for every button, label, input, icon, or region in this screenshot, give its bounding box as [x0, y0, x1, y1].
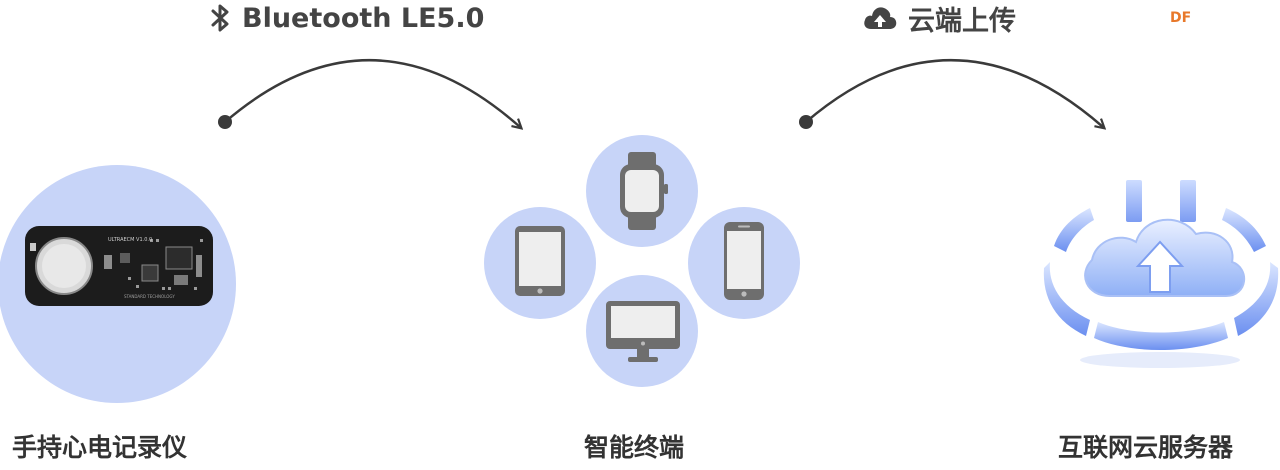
cloud-arc — [799, 59, 1103, 129]
cloud-upload-connection-label: 云端上传 — [862, 0, 1016, 37]
cloud-arc-line — [805, 59, 1103, 127]
watermark-logo: DF — [1170, 10, 1192, 26]
bluetooth-arc — [218, 59, 520, 129]
bluetooth-icon — [211, 4, 229, 32]
device-board-bottom-text: STANDARD TECHNOLOGY — [124, 294, 175, 299]
desktop-monitor-icon — [606, 301, 680, 362]
tablet-icon — [515, 226, 565, 296]
bluetooth-arc-line — [224, 59, 520, 127]
ecg-device-board: ULTRAECM V1.0.0 STANDARD TECHNOLOGY — [25, 226, 213, 306]
ecg-device-label: 手持心电记录仪 — [12, 433, 188, 462]
cloud-upload-connection-text: 云端上传 — [908, 5, 1016, 37]
bluetooth-connection-label: Bluetooth LE5.0 — [210, 0, 484, 36]
cloud-server-label: 互联网云服务器 — [1058, 433, 1234, 462]
phone-icon — [724, 222, 764, 300]
device-board-model-text: ULTRAECM V1.0.0 — [108, 237, 152, 243]
smartwatch-icon — [620, 152, 668, 230]
cloud-server-icon — [1043, 180, 1279, 368]
bluetooth-connection-text: Bluetooth LE5.0 — [242, 2, 485, 34]
cloud-upload-icon — [864, 7, 897, 29]
smart-terminal-label: 智能终端 — [584, 433, 685, 462]
